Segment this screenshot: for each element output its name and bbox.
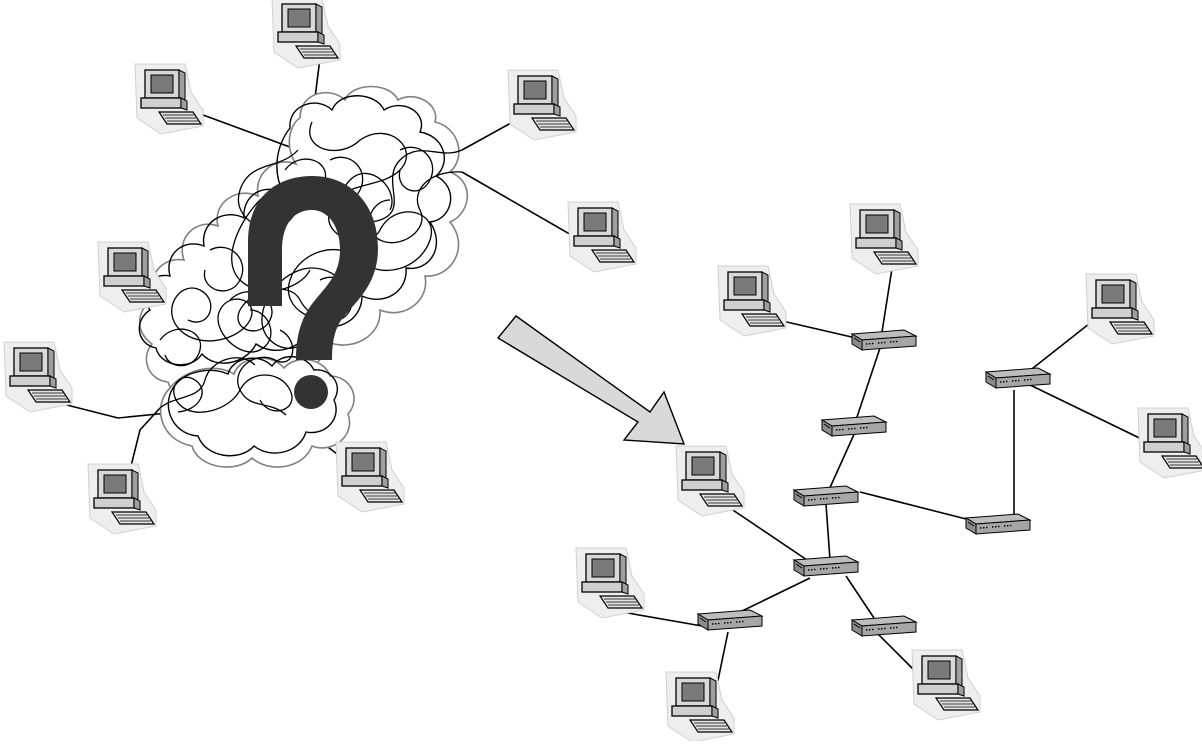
computer-icon [911, 649, 981, 721]
network-switch-icon [851, 329, 917, 351]
computer-icon [675, 445, 745, 517]
question-mark-icon [248, 176, 378, 409]
network-switch-icon [793, 485, 859, 507]
computer-icon [717, 265, 787, 337]
switches [697, 329, 1051, 637]
network-switch-icon [697, 609, 763, 631]
network-switch-icon [821, 415, 887, 437]
computer-icon [97, 241, 167, 313]
computer-icon [849, 203, 919, 275]
computer-icon [665, 671, 735, 743]
computer-icon [1085, 273, 1155, 345]
computer-icon [87, 463, 157, 535]
left-cluster [3, 0, 637, 535]
computer-icon [1137, 407, 1202, 479]
network-switch-icon [965, 513, 1031, 535]
computer-icon [507, 69, 577, 141]
computer-icon [575, 547, 645, 619]
network-switch-icon [793, 555, 859, 577]
computer-icon [3, 341, 73, 413]
right-links [621, 261, 1157, 691]
network-switch-icon [985, 367, 1051, 389]
right-network [575, 203, 1202, 743]
computer-icon [567, 201, 637, 273]
computer-icon [335, 441, 405, 513]
computer-icon [271, 0, 341, 69]
arrow-icon [496, 315, 686, 445]
network-switch-icon [851, 615, 917, 637]
computer-icon [134, 63, 204, 135]
